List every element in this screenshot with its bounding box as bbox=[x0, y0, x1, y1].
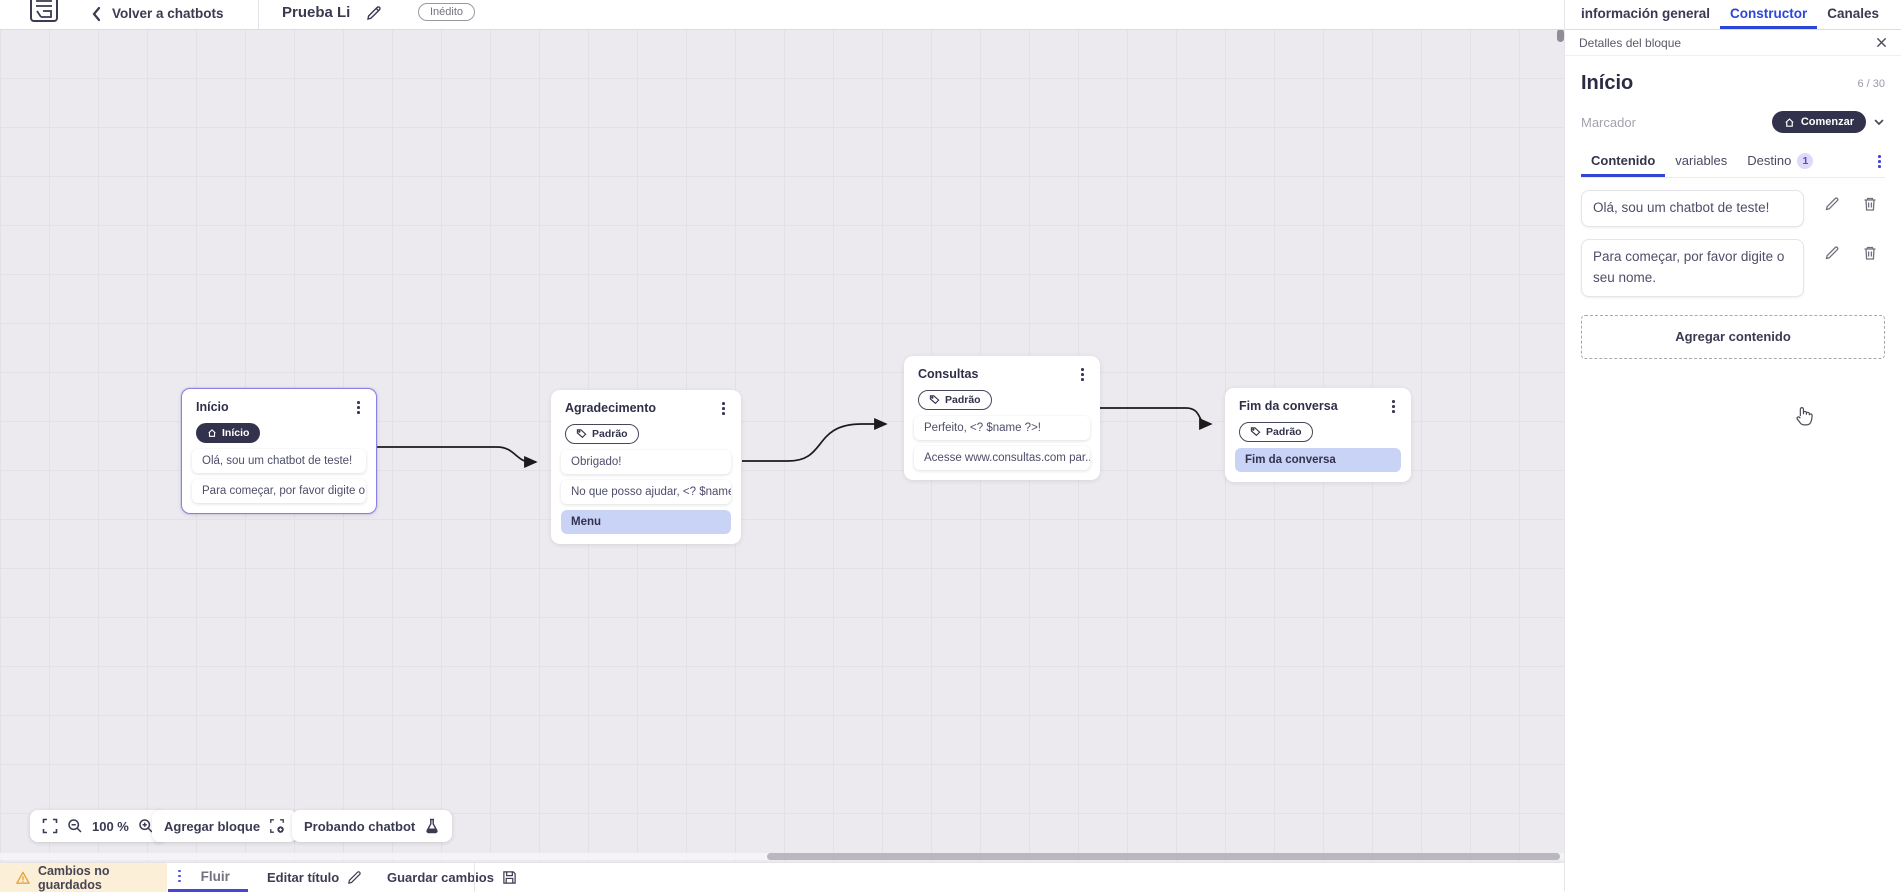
tab-constructor[interactable]: Constructor bbox=[1720, 0, 1818, 29]
connector-inicio-agradecimento bbox=[377, 446, 538, 468]
home-icon bbox=[208, 428, 216, 437]
top-bar: Volver a chatbots Prueba Li Inédito bbox=[0, 0, 1564, 30]
topbar-divider bbox=[258, 0, 259, 29]
tab-canales[interactable]: Canales bbox=[1827, 5, 1880, 21]
tag-icon bbox=[1250, 427, 1261, 437]
block-type-badge: Padrão bbox=[918, 389, 992, 410]
tab-contenido[interactable]: Contenido bbox=[1581, 147, 1666, 177]
tab-informacion-general[interactable]: información general bbox=[1581, 5, 1711, 21]
chevron-down-icon[interactable] bbox=[1873, 116, 1885, 128]
save-changes-button[interactable]: Guardar cambios bbox=[387, 863, 517, 892]
panel-title: Detalles del bloque bbox=[1579, 35, 1682, 50]
block-message-card[interactable]: Perfeito, <? $name ?>! bbox=[914, 416, 1090, 441]
home-icon bbox=[1785, 117, 1794, 127]
edit-content-icon[interactable] bbox=[1824, 196, 1840, 212]
flow-block-agradecimento[interactable]: Agradecimento Padrão Obrigado! No que po… bbox=[551, 390, 741, 545]
flow-tab-menu-icon[interactable] bbox=[168, 868, 185, 885]
flask-icon bbox=[426, 818, 438, 834]
block-details-panel: información general Constructor Canales … bbox=[1564, 0, 1901, 891]
flow-canvas[interactable]: Início Início Olá, sou um chatbot de tes… bbox=[0, 29, 1564, 862]
tag-icon bbox=[576, 429, 587, 439]
destino-count-badge: 1 bbox=[1797, 152, 1814, 169]
marker-label: Marcador bbox=[1581, 114, 1636, 130]
block-message-card[interactable]: Obrigado! bbox=[561, 450, 731, 475]
add-content-button[interactable]: Agregar contenido bbox=[1581, 314, 1885, 359]
block-action-card[interactable]: Menu bbox=[561, 510, 731, 535]
delete-content-icon[interactable] bbox=[1862, 196, 1878, 212]
block-type-badge: Início bbox=[196, 422, 261, 443]
tab-destino[interactable]: Destino 1 bbox=[1737, 147, 1823, 177]
back-to-chatbots-link[interactable]: Volver a chatbots bbox=[112, 6, 224, 21]
block-message-card[interactable]: Para começar, por favor digite o ... bbox=[192, 478, 366, 503]
flow-block-consultas[interactable]: Consultas Padrão Perfeito, <? $name ?>! … bbox=[904, 356, 1100, 481]
block-action-card[interactable]: Fim da conversa bbox=[1235, 448, 1401, 473]
zoom-in-icon[interactable] bbox=[138, 818, 154, 834]
block-title: Agradecimento bbox=[565, 401, 656, 416]
tab-variables[interactable]: variables bbox=[1675, 153, 1728, 168]
test-chatbot-button[interactable]: Probando chatbot bbox=[292, 810, 453, 842]
edit-title-button[interactable]: Editar título bbox=[267, 863, 362, 892]
tab-fluir[interactable]: Fluir bbox=[168, 863, 248, 892]
app-logo-icon bbox=[28, 0, 60, 24]
block-detail-tabs: Contenido variables Destino 1 bbox=[1581, 147, 1885, 178]
content-message-card[interactable]: Para começar, por favor digite o seu nom… bbox=[1581, 238, 1804, 297]
close-icon[interactable] bbox=[1876, 37, 1887, 48]
detail-menu-icon[interactable] bbox=[1874, 153, 1885, 170]
flow-block-fim-da-conversa[interactable]: Fim da conversa Padrão Fim da conversa bbox=[1225, 388, 1411, 483]
canvas-vertical-scrollbar-thumb[interactable] bbox=[1557, 29, 1564, 42]
delete-content-icon[interactable] bbox=[1862, 245, 1878, 261]
zoom-out-icon[interactable] bbox=[67, 818, 83, 834]
bottombar-divider bbox=[474, 863, 475, 892]
edit-content-icon[interactable] bbox=[1824, 245, 1840, 261]
hscroll-thumb[interactable] bbox=[767, 853, 1560, 860]
hand-cursor-icon bbox=[1796, 407, 1813, 426]
block-message-card[interactable]: No que posso ajudar, <? $name ... bbox=[561, 480, 731, 505]
add-block-button[interactable]: Agregar bloque bbox=[152, 810, 298, 842]
content-message-card[interactable]: Olá, sou um chatbot de teste! bbox=[1581, 190, 1804, 227]
block-menu-icon[interactable] bbox=[353, 399, 364, 416]
block-menu-icon[interactable] bbox=[1388, 398, 1399, 415]
block-title: Consultas bbox=[918, 367, 979, 382]
block-type-badge: Padrão bbox=[565, 423, 639, 444]
connector-consultas-fim bbox=[1098, 407, 1213, 430]
marker-value-button[interactable]: Comenzar bbox=[1771, 111, 1866, 133]
zoom-toolbar: 100 % bbox=[30, 810, 166, 842]
bottom-bar: Cambios no guardados Fluir Editar título… bbox=[0, 862, 1564, 892]
add-block-icon bbox=[270, 819, 284, 833]
block-menu-icon[interactable] bbox=[1077, 366, 1088, 383]
back-chevron-icon[interactable] bbox=[90, 4, 104, 24]
block-message-card[interactable]: Acesse www.consultas.com par... bbox=[914, 446, 1090, 471]
builder-tabs: información general Constructor Canales bbox=[1565, 0, 1901, 30]
tag-icon bbox=[929, 395, 940, 405]
name-char-counter: 6 / 30 bbox=[1857, 78, 1885, 90]
block-title: Início bbox=[196, 400, 229, 415]
edit-title-icon[interactable] bbox=[366, 5, 382, 21]
block-type-badge: Padrão bbox=[1239, 421, 1313, 442]
connector-agradecimento-consultas bbox=[742, 418, 888, 462]
flow-block-inicio[interactable]: Início Início Olá, sou um chatbot de tes… bbox=[181, 388, 377, 514]
save-icon bbox=[503, 871, 516, 884]
status-badge: Inédito bbox=[418, 3, 476, 21]
pencil-icon bbox=[348, 871, 361, 884]
chatbot-title: Prueba Li bbox=[282, 4, 351, 21]
selected-block-name[interactable]: Início bbox=[1581, 72, 1634, 94]
unsaved-changes-warning: Cambios no guardados bbox=[0, 863, 167, 892]
block-menu-icon[interactable] bbox=[718, 400, 729, 417]
fit-screen-icon[interactable] bbox=[42, 818, 58, 834]
zoom-level: 100 % bbox=[92, 818, 129, 834]
block-title: Fim da conversa bbox=[1239, 399, 1338, 414]
warning-icon bbox=[16, 871, 30, 884]
canvas-horizontal-scrollbar[interactable] bbox=[0, 853, 1564, 860]
block-message-card[interactable]: Olá, sou um chatbot de teste! bbox=[192, 448, 366, 473]
